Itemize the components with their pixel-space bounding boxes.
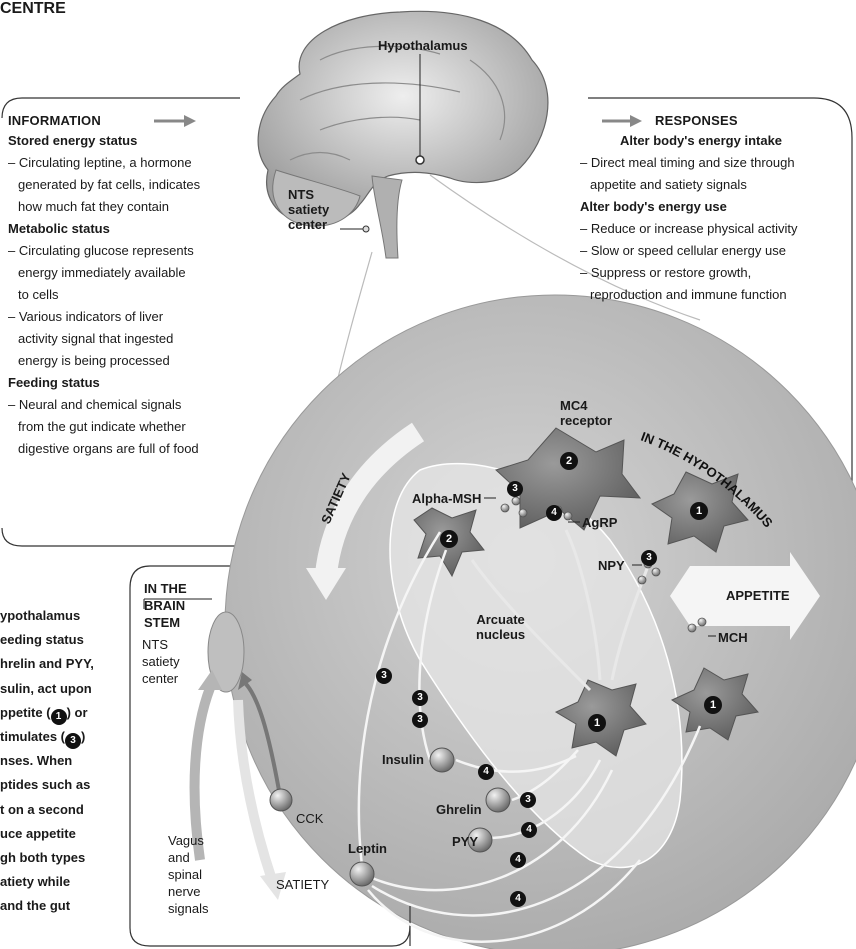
left-line: ypothalamus	[0, 604, 94, 628]
ghrelin-ball	[486, 788, 510, 812]
information-panel: INFORMATION Stored energy status– Circul…	[8, 112, 238, 460]
insulin-ball	[430, 748, 454, 772]
information-heading: INFORMATION	[8, 112, 238, 130]
responses-section-title: Alter body's energy use	[580, 196, 848, 218]
badge-1: 1	[51, 709, 67, 725]
left-description: ypothalamus eeding status hrelin and PYY…	[0, 604, 94, 919]
badge-3-ghrelin: 3	[520, 792, 536, 808]
badge-1-top-right: 1	[690, 502, 708, 520]
nts-marker	[363, 226, 369, 232]
header-title-fragment: CENTRE	[0, 0, 66, 18]
information-section-title: Stored energy status	[8, 130, 238, 152]
information-item-line: – Circulating leptine, a hormone	[8, 152, 238, 174]
agrp-label: AgRP	[582, 515, 617, 530]
left-line: ppetite (1) or	[0, 701, 94, 725]
badge-3-alpha: 3	[507, 481, 523, 497]
badge-2-arcuate: 2	[440, 530, 458, 548]
npy-label: NPY	[598, 558, 625, 573]
left-line: ptides such as	[0, 773, 94, 797]
left-line: and the gut	[0, 894, 94, 918]
ghrelin-label: Ghrelin	[436, 802, 482, 817]
information-item-line: – Neural and chemical signals	[8, 394, 238, 416]
badge-3-npy: 3	[641, 550, 657, 566]
responses-heading: RESPONSES	[580, 112, 848, 130]
badge-4-insulin: 4	[478, 764, 494, 780]
information-item-line: – Circulating glucose represents	[8, 240, 238, 262]
responses-item-line: reproduction and immune function	[580, 284, 848, 306]
left-line: eeding status	[0, 628, 94, 652]
responses-section-title: Alter body's energy intake	[580, 130, 848, 152]
information-item-line: to cells	[8, 284, 238, 306]
information-section-title: Feeding status	[8, 372, 238, 394]
badge-1-bottom-right: 1	[704, 696, 722, 714]
badge-4-agrp: 4	[546, 505, 562, 521]
badge-3: 3	[65, 733, 81, 749]
information-item-line: how much fat they contain	[8, 196, 238, 218]
badge-3-insulin-low: 3	[412, 712, 428, 728]
mch-label: MCH	[718, 630, 748, 645]
left-line: gh both types	[0, 846, 94, 870]
badge-4-leptin-mid: 4	[510, 852, 526, 868]
information-item-line: energy is being processed	[8, 350, 238, 372]
information-item-line: digestive organs are full of food	[8, 438, 238, 460]
leptin-ball	[350, 862, 374, 886]
hypothalamus-marker	[416, 156, 424, 164]
information-item-line: from the gut indicate whether	[8, 416, 238, 438]
information-item-line: energy immediately available	[8, 262, 238, 284]
left-line: t on a second	[0, 798, 94, 822]
hypothalamus-label: Hypothalamus	[378, 38, 468, 53]
badge-4-leptin-low: 4	[510, 891, 526, 907]
vagus-label: Vagusandspinalnervesignals	[168, 832, 208, 917]
responses-item-line: – Reduce or increase physical activity	[580, 218, 848, 240]
responses-item-line: – Suppress or restore growth,	[580, 262, 848, 284]
badge-3-leptin-top: 3	[376, 668, 392, 684]
cck-ball	[270, 789, 292, 811]
alpha-msh-label: Alpha-MSH	[412, 491, 481, 506]
responses-item-line: – Direct meal timing and size through	[580, 152, 848, 174]
left-line: uce appetite	[0, 822, 94, 846]
pyy-label: PYY	[452, 834, 478, 849]
cck-label: CCK	[296, 810, 323, 827]
information-item-line: – Various indicators of liver	[8, 306, 238, 328]
responses-item-line: appetite and satiety signals	[580, 174, 848, 196]
left-line: atiety while	[0, 870, 94, 894]
left-line: sulin, act upon	[0, 677, 94, 701]
insulin-label: Insulin	[382, 752, 424, 767]
information-item-line: activity signal that ingested	[8, 328, 238, 350]
left-line: nses. When	[0, 749, 94, 773]
badge-3-insulin: 3	[412, 690, 428, 706]
badge-1-center: 1	[588, 714, 606, 732]
leptin-label: Leptin	[348, 841, 387, 856]
information-item-line: generated by fat cells, indicates	[8, 174, 238, 196]
appetite-label: APPETITE	[726, 588, 790, 603]
left-line: hrelin and PYY,	[0, 652, 94, 676]
information-section-title: Metabolic status	[8, 218, 238, 240]
left-line: timulates (3)	[0, 725, 94, 749]
badge-2-mc4: 2	[560, 452, 578, 470]
responses-panel: RESPONSES Alter body's energy intake– Di…	[580, 112, 848, 306]
brain-stem-satiety-label: SATIETY	[276, 876, 329, 893]
badge-4-pyy: 4	[521, 822, 537, 838]
responses-item-line: – Slow or speed cellular energy use	[580, 240, 848, 262]
